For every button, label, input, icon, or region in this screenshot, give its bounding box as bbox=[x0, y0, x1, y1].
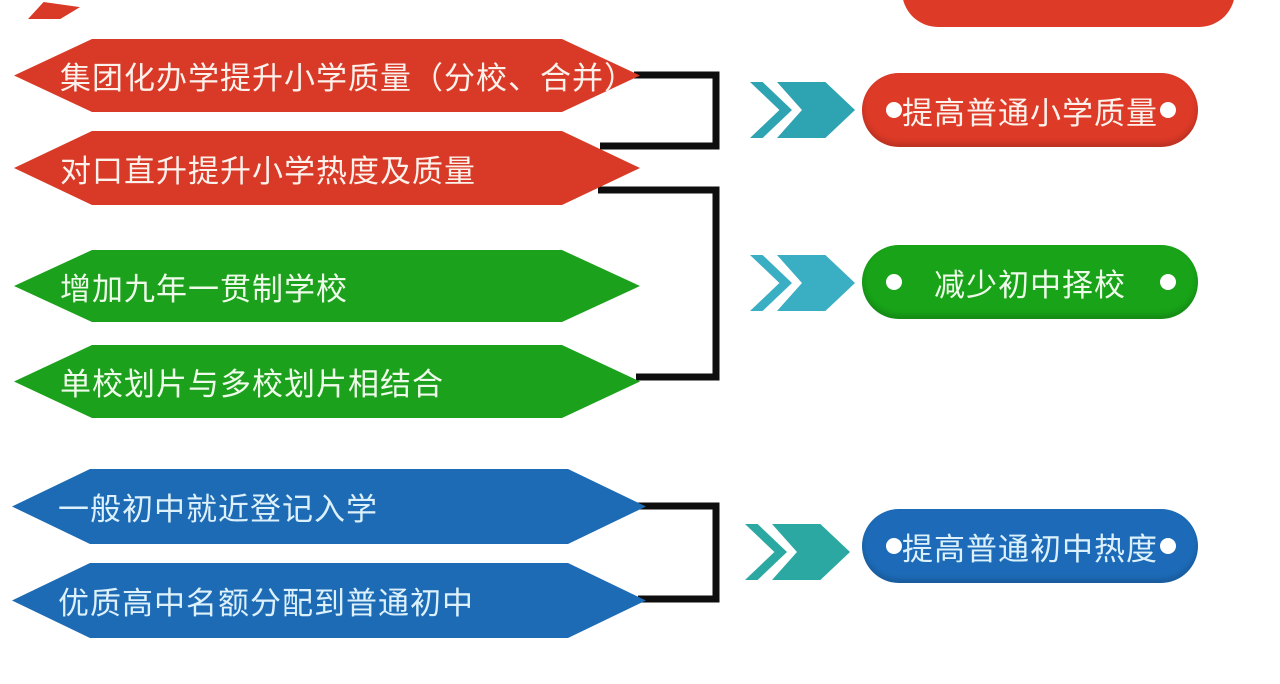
banner-label: 优质高中名额分配到普通初中 bbox=[58, 586, 474, 621]
banner-label: 对口直升提升小学热度及质量 bbox=[60, 153, 476, 189]
banner-label: 一般初中就近登记入学 bbox=[58, 492, 378, 527]
bullet-dot-icon bbox=[886, 102, 902, 118]
banner-group-choice-item-2: 单校划片与多校划片相结合 bbox=[14, 345, 640, 418]
banner-group-primary-item-1: 集团化办学提升小学质量（分校、合并） bbox=[14, 39, 640, 112]
bullet-dot-icon bbox=[886, 274, 902, 290]
banner-group-popularity-item-2: 优质高中名额分配到普通初中 bbox=[12, 563, 646, 638]
result-label: 提高普通小学质量 bbox=[902, 95, 1158, 131]
bullet-dot-icon bbox=[1160, 538, 1176, 554]
banner-label: 集团化办学提升小学质量（分校、合并） bbox=[60, 61, 636, 96]
result-capsule-popularity: 提高普通初中热度 bbox=[862, 509, 1198, 583]
result-capsule-choice: 减少初中择校 bbox=[862, 245, 1198, 319]
bullet-dot-icon bbox=[1160, 102, 1176, 118]
connector-bracket-group3 bbox=[634, 502, 720, 603]
result-capsule-primary: 提高普通小学质量 bbox=[862, 73, 1198, 147]
result-label: 提高普通初中热度 bbox=[902, 531, 1158, 567]
banner-label: 单校划片与多校划片相结合 bbox=[60, 367, 444, 402]
banner-label: 增加九年一贯制学校 bbox=[60, 271, 348, 307]
double-chevron-arrow-icon bbox=[750, 255, 855, 311]
double-chevron-arrow-icon bbox=[745, 524, 850, 580]
banner-group-choice-item-1: 增加九年一贯制学校 bbox=[14, 250, 640, 322]
cropped-banner-fragment bbox=[28, 2, 80, 19]
result-label: 减少初中择校 bbox=[934, 267, 1126, 303]
cropped-capsule-fragment bbox=[902, 0, 1235, 27]
banner-group-popularity-item-1: 一般初中就近登记入学 bbox=[12, 469, 646, 544]
bullet-dot-icon bbox=[886, 538, 902, 554]
double-chevron-arrow-icon bbox=[750, 82, 855, 138]
banner-group-primary-item-2: 对口直升提升小学热度及质量 bbox=[14, 131, 640, 205]
bullet-dot-icon bbox=[1160, 274, 1176, 290]
